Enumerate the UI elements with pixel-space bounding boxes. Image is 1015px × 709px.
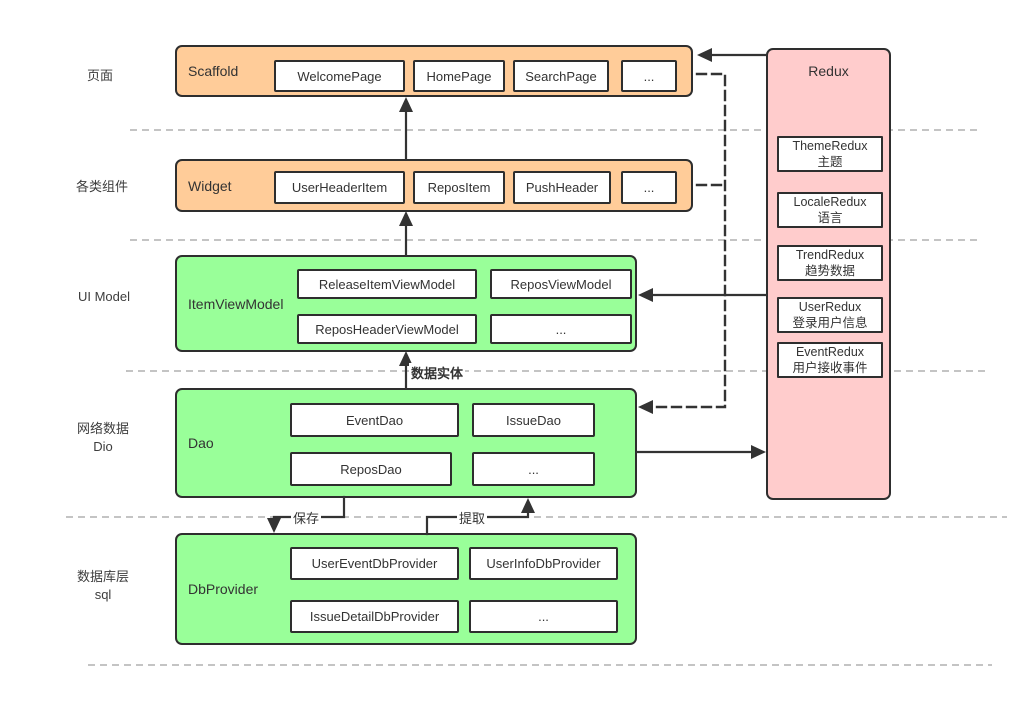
arrowhead-into-redux (751, 445, 766, 459)
scaffold-label: Scaffold (188, 63, 239, 79)
box-user-redux: UserRedux 登录用户信息 (777, 297, 883, 333)
box-view-models-more: ... (490, 314, 632, 344)
box-theme-redux: ThemeRedux 主题 (777, 136, 883, 172)
widget-label: Widget (188, 177, 232, 194)
layer-label-components-text: 各类组件 (75, 179, 128, 194)
layer-label-ui-model: UI Model (58, 288, 150, 306)
layer-label-network-line2: Dio (93, 439, 113, 455)
layer-label-components: 各类组件 (58, 178, 146, 196)
locale-redux-name: LocaleRedux (793, 194, 867, 209)
layer-label-network-line1: 网络数据 (76, 421, 129, 436)
edge-label-data-entity: 数据实体 (409, 363, 466, 382)
arrowhead-down-db-provider (267, 518, 281, 533)
box-locale-redux: LocaleRedux 语言 (777, 192, 883, 228)
edge-label-fetch: 提取 (457, 508, 488, 527)
box-home-page: HomePage (413, 60, 505, 92)
box-user-header-item: UserHeaderItem (274, 171, 405, 204)
layer-label-database-line1: 数据库层 (76, 569, 129, 584)
locale-redux-desc: 语言 (817, 211, 843, 225)
item-view-model-container: ItemViewModel ReleaseItemViewModel Repos… (175, 255, 637, 352)
layer-label-network: 网络数据 Dio (58, 420, 148, 456)
arrowhead-into-dao-dashed (638, 400, 653, 414)
trend-redux-name: TrendRedux (795, 247, 865, 262)
box-issue-detail-db-provider: IssueDetailDbProvider (290, 600, 459, 633)
box-trend-redux: TrendRedux 趋势数据 (777, 245, 883, 281)
box-push-header: PushHeader (513, 171, 611, 204)
arrowhead-into-scaffold (697, 48, 712, 62)
user-redux-name: UserRedux (798, 299, 862, 314)
layer-label-page: 页面 (58, 67, 142, 85)
box-event-dao: EventDao (290, 403, 459, 437)
box-repos-dao: ReposDao (290, 452, 452, 486)
box-search-page: SearchPage (513, 60, 609, 92)
box-widgets-more: ... (621, 171, 677, 204)
box-release-item-view-model: ReleaseItemViewModel (297, 269, 477, 299)
arrowhead-up-scaffold (399, 97, 413, 112)
dao-container: Dao EventDao IssueDao ReposDao ... (175, 388, 637, 498)
dao-label: Dao (188, 435, 214, 451)
db-provider-label: DbProvider (188, 581, 259, 597)
event-redux-name: EventRedux (795, 344, 865, 359)
layer-label-database-line2: sql (94, 587, 112, 603)
box-db-providers-more: ... (469, 600, 618, 633)
redux-panel: Redux ThemeRedux 主题 LocaleRedux 语言 Trend… (766, 48, 891, 500)
item-view-model-label: ItemViewModel (188, 295, 284, 312)
widget-container: Widget UserHeaderItem ReposItem PushHead… (175, 159, 693, 212)
box-pages-more: ... (621, 60, 677, 92)
layer-label-database: 数据库层 sql (58, 568, 148, 604)
box-welcome-page: WelcomePage (274, 60, 405, 92)
scaffold-container: Scaffold WelcomePage HomePage SearchPage… (175, 45, 693, 97)
arrowhead-into-item-view-model (638, 288, 653, 302)
event-redux-desc: 用户接收事件 (792, 361, 868, 375)
layer-label-ui-model-text: UI Model (77, 289, 131, 304)
theme-redux-name: ThemeRedux (792, 138, 868, 153)
redux-title: Redux (808, 63, 849, 79)
box-user-event-db-provider: UserEventDbProvider (290, 547, 459, 580)
box-issue-dao: IssueDao (472, 403, 595, 437)
box-user-info-db-provider: UserInfoDbProvider (469, 547, 618, 580)
layer-label-page-text: 页面 (86, 68, 113, 83)
box-repos-header-view-model: ReposHeaderViewModel (297, 314, 477, 344)
box-repos-view-model: ReposViewModel (490, 269, 632, 299)
box-daos-more: ... (472, 452, 595, 486)
arrowhead-up-dao (521, 498, 535, 513)
box-event-redux: EventRedux 用户接收事件 (777, 342, 883, 378)
box-repos-item: ReposItem (413, 171, 505, 204)
db-provider-container: DbProvider UserEventDbProvider UserInfoD… (175, 533, 637, 645)
user-redux-desc: 登录用户信息 (792, 316, 868, 330)
arrowhead-up-widget (399, 211, 413, 226)
edge-label-save: 保存 (291, 508, 322, 527)
theme-redux-desc: 主题 (817, 155, 843, 169)
trend-redux-desc: 趋势数据 (804, 264, 855, 278)
dashed-path-scaffold-to-dao (648, 72, 727, 409)
